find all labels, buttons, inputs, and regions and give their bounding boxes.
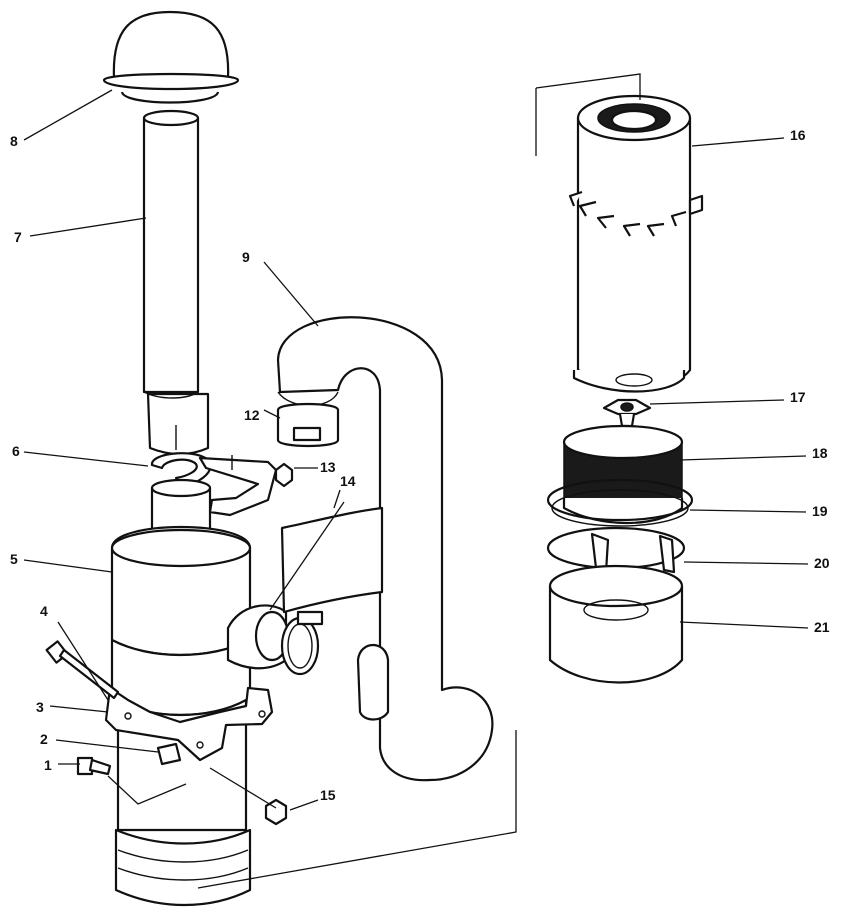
callout-2: 2 [40, 731, 48, 747]
nut-upper [274, 462, 294, 488]
callout-14: 14 [340, 473, 356, 489]
callout-3: 3 [36, 699, 44, 715]
rain-cap [102, 10, 240, 104]
mounting-bracket [104, 686, 274, 762]
long-bolt [45, 640, 120, 700]
oil-cup-insert [562, 424, 684, 525]
intake-tube [142, 109, 210, 456]
callout-21: 21 [814, 619, 830, 635]
callout-9: 9 [242, 249, 250, 265]
air-cleaner-body [110, 478, 290, 907]
filter-group-bracket [197, 73, 641, 889]
callout-8: 8 [10, 133, 18, 149]
callout-6: 6 [12, 443, 20, 459]
leader-lines [23, 89, 809, 811]
bolt [76, 756, 112, 776]
hose-clamp-lower [280, 610, 324, 676]
wing-nut [602, 398, 652, 428]
callout-15: 15 [320, 787, 336, 803]
callout-4: 4 [40, 603, 48, 619]
nut-lower [264, 798, 288, 826]
callout-19: 19 [812, 503, 828, 519]
callout-20: 20 [814, 555, 830, 571]
callout-16: 16 [790, 127, 806, 143]
callout-5: 5 [10, 551, 18, 567]
intake-hose [276, 316, 494, 782]
tube-clamp-bracket [150, 452, 278, 517]
callout-labels: 8 7 9 12 6 13 14 5 4 3 2 1 15 16 17 18 1… [10, 127, 830, 803]
callout-17: 17 [790, 389, 806, 405]
callout-1: 1 [44, 757, 52, 773]
oil-bowl [548, 564, 684, 684]
callout-18: 18 [812, 445, 828, 461]
callout-12: 12 [244, 407, 260, 423]
hose-clamp-upper [276, 402, 340, 448]
filter-element [568, 94, 704, 393]
hose-sleeve-patch [280, 506, 384, 614]
callout-13: 13 [320, 459, 336, 475]
seal-ring [546, 478, 694, 527]
callout-7: 7 [14, 229, 22, 245]
clamp-nut [156, 742, 182, 766]
